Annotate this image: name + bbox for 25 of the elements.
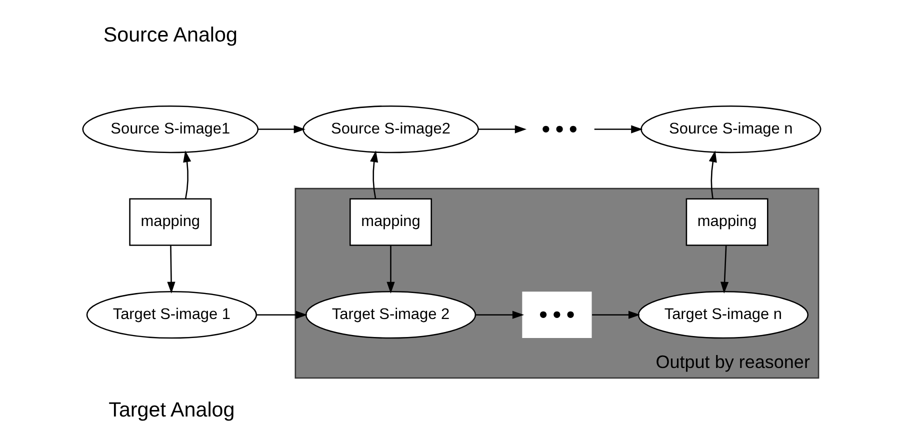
- node-box: mapping: [685, 198, 768, 246]
- arrow: [386, 246, 394, 294]
- arrow: [592, 310, 640, 319]
- label: Source Analog: [102, 23, 237, 46]
- node-ellipse: Target S-image 1: [86, 291, 257, 339]
- arrow: [182, 150, 191, 199]
- node-ellipse: Source S-image2: [302, 105, 478, 154]
- node-ellipse: Target S-image 2: [304, 291, 476, 339]
- node-box: mapping: [349, 198, 432, 246]
- label: Target Analog: [108, 398, 234, 422]
- arrow: [370, 150, 378, 199]
- node-ellipse: Source S-image1: [82, 105, 258, 154]
- node-text: ● ● ●: [540, 120, 578, 138]
- node-ellipse: Source S-image n: [640, 105, 821, 154]
- node-box: ● ● ●: [522, 292, 592, 338]
- arrow: [475, 310, 524, 319]
- arrow: [257, 125, 305, 134]
- arrow: [166, 246, 175, 294]
- arrow: [708, 150, 716, 199]
- node-box: mapping: [128, 198, 212, 246]
- arrow: [256, 310, 307, 319]
- arrow: [478, 125, 526, 134]
- arrow: [720, 246, 728, 294]
- arrow: [594, 125, 642, 134]
- node-ellipse: Target S-image n: [637, 291, 808, 339]
